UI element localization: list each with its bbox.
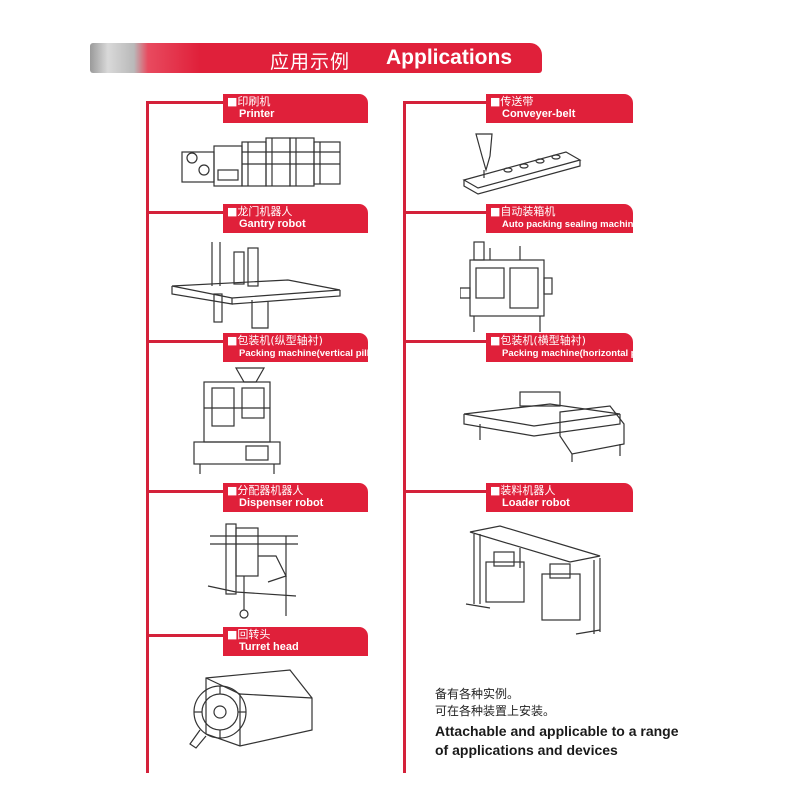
note-en-line-2: of applications and devices — [435, 742, 618, 758]
label-conveyer-belt: ■传送带 Conveyer-belt — [486, 94, 633, 123]
label-gantry-robot: ■龙门机器人 Gantry robot — [223, 204, 368, 233]
section-header-banner: 应用示例 Applications — [90, 43, 542, 73]
label-packing-horizontal: ■包装机(横型轴衬) Packing machine(horizontal pi… — [486, 333, 661, 362]
label-cn: ■印刷机 — [227, 95, 271, 108]
branch-line — [146, 101, 223, 104]
section-title-cn: 应用示例 — [270, 51, 351, 73]
branch-line — [403, 101, 486, 104]
label-en: Packing machine(vertical pillow) — [239, 348, 386, 359]
label-loader-robot: ■装料机器人 Loader robot — [486, 483, 633, 512]
label-en: Conveyer-belt — [502, 108, 576, 120]
label-dispenser-robot: ■分配器机器人 Dispenser robot — [223, 483, 368, 512]
label-turret-head: ■回转头 Turret head — [223, 627, 368, 656]
gantry-robot-icon — [168, 238, 344, 330]
vertical-packing-machine-icon — [186, 364, 290, 476]
label-en: Gantry robot — [239, 218, 306, 230]
note-cn-line-1: 备有各种实例。 — [435, 687, 520, 701]
branch-line — [403, 211, 486, 214]
label-cn: ■包装机(横型轴衬) — [490, 334, 586, 347]
right-connector-line — [403, 101, 406, 773]
note-en-line-1: Attachable and applicable to a range — [435, 723, 679, 739]
note-cn-line-2: 可在各种装置上安装。 — [435, 704, 556, 718]
application-note: 备有各种实例。 可在各种装置上安装。 Attachable and applic… — [435, 686, 765, 760]
dispenser-robot-icon — [206, 516, 302, 622]
loader-robot-icon — [460, 518, 608, 640]
auto-packing-machine-icon — [460, 238, 556, 336]
label-printer: ■印刷机 Printer — [223, 94, 368, 123]
label-auto-packing: ■自动装箱机 Auto packing sealing machine — [486, 204, 639, 233]
label-cn: ■包装机(纵型轴衬) — [227, 334, 323, 347]
label-packing-vertical: ■包装机(纵型轴衬) Packing machine(vertical pill… — [223, 333, 386, 362]
branch-line — [146, 340, 223, 343]
branch-line — [146, 634, 223, 637]
branch-line — [403, 340, 486, 343]
turret-head-icon — [180, 664, 320, 760]
label-en: Packing machine(horizontal pillow) — [502, 348, 661, 359]
horizontal-packing-machine-icon — [460, 384, 628, 464]
label-en: Printer — [239, 108, 275, 120]
label-cn: ■龙门机器人 — [227, 205, 293, 218]
printer-machine-icon — [178, 128, 348, 190]
label-cn: ■自动装箱机 — [490, 205, 556, 218]
label-cn: ■分配器机器人 — [227, 484, 304, 497]
branch-line — [403, 490, 486, 493]
branch-line — [146, 490, 223, 493]
left-connector-line — [146, 101, 149, 773]
label-cn: ■回转头 — [227, 628, 271, 641]
label-cn: ■装料机器人 — [490, 484, 556, 497]
label-en: Turret head — [239, 641, 299, 653]
label-en: Auto packing sealing machine — [502, 219, 639, 230]
label-cn: ■传送带 — [490, 95, 534, 108]
label-en: Dispenser robot — [239, 497, 324, 509]
conveyor-belt-icon — [456, 130, 584, 196]
section-title-en: Applications — [386, 46, 513, 69]
label-en: Loader robot — [502, 497, 570, 509]
branch-line — [146, 211, 223, 214]
